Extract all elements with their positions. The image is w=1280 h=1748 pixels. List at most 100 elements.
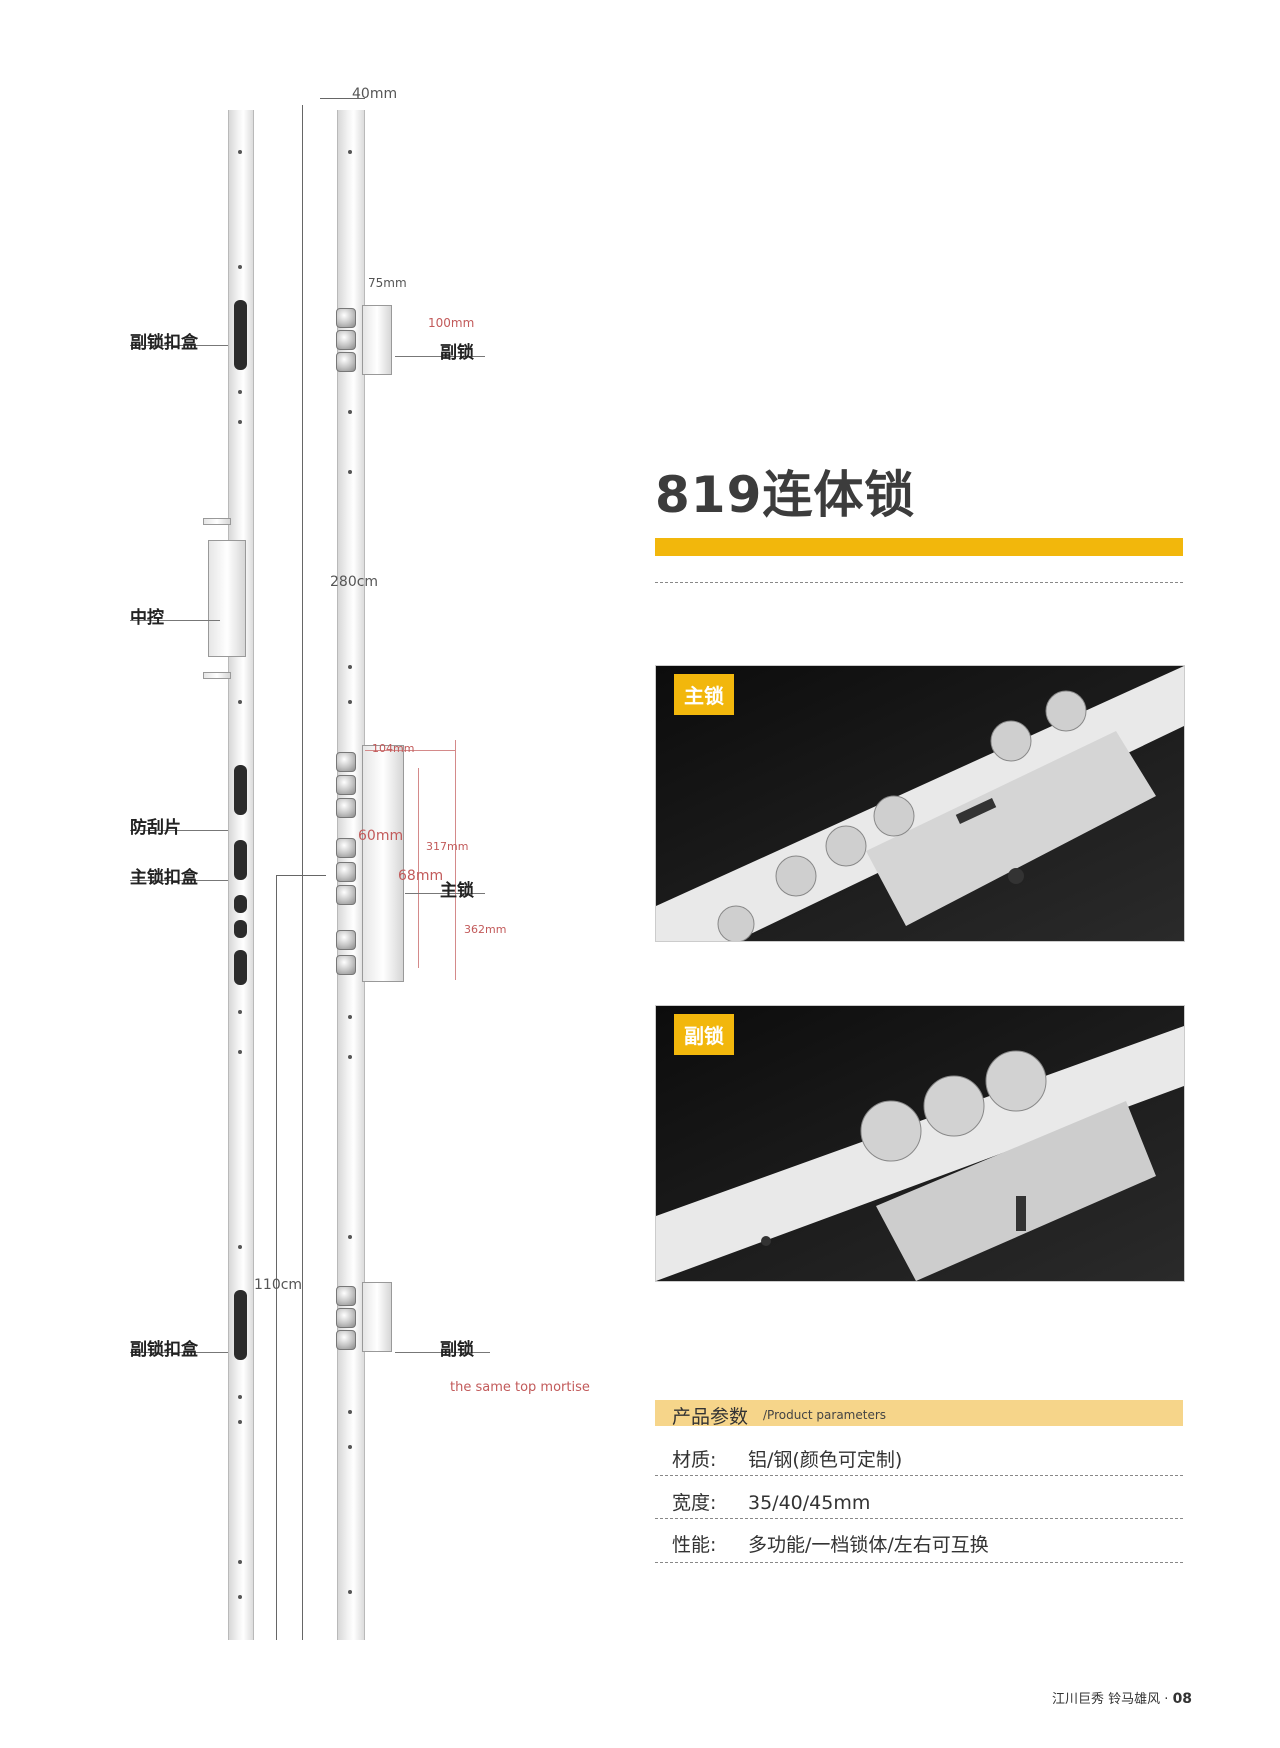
center-control-handle-top — [203, 518, 231, 525]
bolt-cylinder — [336, 308, 356, 328]
dim-main-68: 68mm — [398, 868, 444, 884]
main-strike-slot-lower — [234, 950, 247, 985]
rail-hole — [348, 700, 352, 704]
param-key: 性能: — [672, 1534, 717, 1556]
title-accent-bar — [655, 538, 1183, 556]
rail-hole — [348, 1015, 352, 1019]
params-subtitle: /Product parameters — [763, 1408, 887, 1422]
page-number: 08 — [1172, 1691, 1193, 1707]
param-key: 宽度: — [672, 1492, 717, 1514]
aux-strike-slot-bottom — [234, 1290, 247, 1360]
param-value: 铝/钢(颜色可定制) — [748, 1449, 903, 1471]
leader-main-lock — [405, 893, 485, 894]
rail-hole — [348, 1235, 352, 1239]
dim-width-top: 40mm — [352, 86, 398, 102]
rail-hole — [238, 390, 242, 394]
param-divider — [655, 1562, 1183, 1563]
main-lock-illustration — [656, 666, 1184, 941]
total-length-line — [302, 105, 303, 1640]
rail-hole — [238, 1420, 242, 1424]
center-control-box — [208, 540, 246, 657]
main-362-line — [455, 740, 456, 980]
dim-total-length: 280cm — [330, 574, 379, 590]
main-lock-photo: 主锁 — [655, 665, 1185, 942]
param-divider — [655, 1518, 1183, 1519]
bolt-cylinder — [336, 752, 356, 772]
center-control-handle-bottom — [203, 672, 231, 679]
param-key: 材质: — [672, 1449, 717, 1471]
param-value: 多功能/一档锁体/左右可互换 — [748, 1534, 989, 1556]
param-divider — [655, 1475, 1183, 1476]
label-aux-lock-bottom: 副锁 — [440, 1340, 474, 1360]
rail-hole — [238, 1050, 242, 1054]
aux-lock-tag: 副锁 — [674, 1014, 734, 1055]
rail-hole — [348, 1445, 352, 1449]
rail-hole — [238, 1560, 242, 1564]
dim-aux-75: 75mm — [368, 276, 407, 290]
leader-main-strike — [130, 880, 228, 881]
params-title: 产品参数 — [672, 1406, 749, 1428]
page-title: 819连体锁 — [655, 466, 916, 524]
main-lock-tag: 主锁 — [674, 674, 734, 715]
rail-hole — [238, 1395, 242, 1399]
lower-length-line — [276, 875, 277, 1640]
rail-hole — [238, 265, 242, 269]
rail-hole — [348, 410, 352, 414]
aux-lock-bottom-body — [362, 1282, 392, 1352]
main-strike-slot — [234, 840, 247, 880]
bolt-cylinder — [336, 838, 356, 858]
param-row-performance: 性能: 多功能/一档锁体/左右可互换 — [672, 1530, 989, 1557]
aux-lock-photo: 副锁 — [655, 1005, 1185, 1282]
main-strike-slot-small — [234, 895, 247, 913]
label-main-lock: 主锁 — [440, 881, 474, 901]
bolt-cylinder — [336, 885, 356, 905]
dim-lower-110: 110cm — [254, 1277, 303, 1293]
label-center-control: 中控 — [130, 608, 164, 628]
leader-aux-lock-bottom — [395, 1352, 490, 1353]
label-main-strike: 主锁扣盒 — [130, 868, 198, 888]
rail-hole — [238, 700, 242, 704]
rail-hole — [238, 1595, 242, 1599]
rail-hole — [348, 1410, 352, 1414]
dim-aux-100: 100mm — [428, 316, 475, 330]
leader-aux-strike-top — [130, 345, 228, 346]
main-lock-body — [362, 745, 404, 982]
leader-aux-strike-bottom — [130, 1352, 228, 1353]
bolt-cylinder — [336, 798, 356, 818]
bolt-cylinder — [336, 930, 356, 950]
leader-center-control — [130, 620, 220, 621]
main-strike-slot-small — [234, 920, 247, 938]
label-aux-lock-top: 副锁 — [440, 343, 474, 363]
bolt-cylinder — [336, 1286, 356, 1306]
main-104-line — [365, 750, 455, 751]
lower-length-top-tick — [276, 875, 326, 876]
rail-hole — [348, 665, 352, 669]
aux-strike-slot-top — [234, 300, 247, 370]
bolt-cylinder — [336, 1308, 356, 1328]
bolt-cylinder — [336, 775, 356, 795]
rail-hole — [348, 1590, 352, 1594]
dim-main-60: 60mm — [358, 828, 404, 844]
rail-hole — [238, 1245, 242, 1249]
leader-aux-lock-top — [395, 356, 485, 357]
param-value: 35/40/45mm — [748, 1492, 871, 1514]
rail-hole — [238, 420, 242, 424]
rail-hole — [238, 1010, 242, 1014]
same-top-mortise-note: the same top mortise — [450, 1380, 590, 1395]
params-header-bar — [655, 1400, 1183, 1426]
bolt-cylinder — [336, 862, 356, 882]
label-aux-strike-bottom: 副锁扣盒 — [130, 1340, 198, 1360]
anti-scratch-slot — [234, 765, 247, 815]
aux-lock-top-body — [362, 305, 392, 375]
rail-hole — [348, 150, 352, 154]
bolt-cylinder — [336, 352, 356, 372]
leader-anti-scratch — [130, 830, 228, 831]
bolt-cylinder — [336, 330, 356, 350]
rail-hole — [238, 150, 242, 154]
rail-hole — [348, 1055, 352, 1059]
bolt-cylinder — [336, 1330, 356, 1350]
label-anti-scratch: 防刮片 — [130, 818, 181, 838]
label-aux-strike-top: 副锁扣盒 — [130, 333, 198, 353]
dim-main-317: 317mm — [426, 840, 469, 853]
rail-hole — [348, 470, 352, 474]
